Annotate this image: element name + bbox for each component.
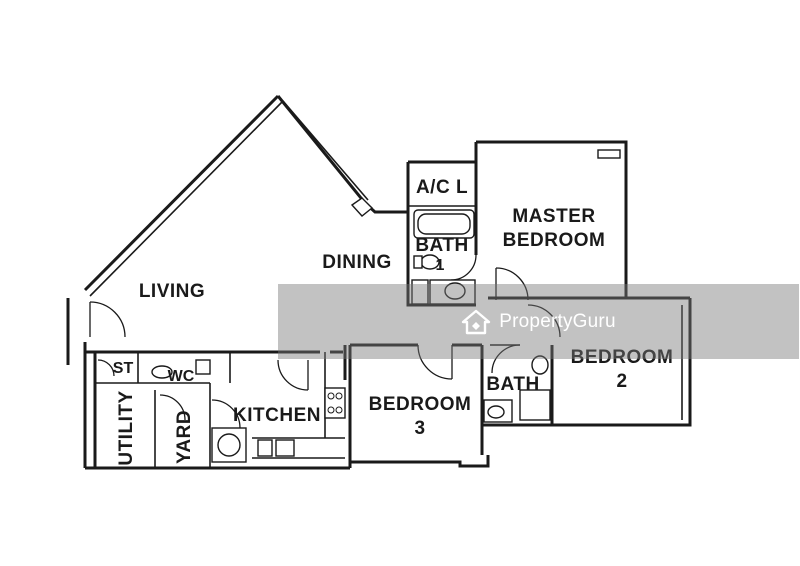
label-bedroom2-number: 2: [616, 371, 627, 392]
watermark-banner: PropertyGuru: [278, 284, 799, 359]
label-yard: YARD: [174, 410, 195, 464]
room-labels: LIVING DINING A/C L BATH 1 MASTER BEDROO…: [113, 177, 674, 466]
label-bath1: BATH: [415, 235, 468, 256]
label-dining: DINING: [322, 252, 392, 273]
label-living: LIVING: [139, 281, 205, 302]
outer-walls: [66, 94, 692, 470]
label-utility: UTILITY: [116, 390, 137, 465]
watermark-text: PropertyGuru: [499, 310, 616, 332]
label-bath2: BATH: [486, 374, 539, 395]
label-bedroom3-number: 3: [414, 418, 425, 439]
doors: [89, 254, 561, 429]
label-bedroom3: BEDROOM: [369, 394, 472, 415]
label-bath1-number: 1: [436, 257, 445, 274]
label-st: ST: [113, 360, 134, 377]
service-partitions: [93, 352, 345, 468]
label-master-bedroom: BEDROOM: [503, 230, 606, 251]
house-logo-icon: [462, 309, 491, 334]
label-kitchen: KITCHEN: [233, 405, 321, 426]
watermark-content: PropertyGuru: [461, 309, 616, 335]
label-acl: A/C L: [416, 177, 468, 198]
label-master: MASTER: [512, 206, 595, 227]
fixtures: [151, 209, 551, 463]
label-bedroom2: BEDROOM: [571, 347, 674, 368]
label-wc: WC: [168, 368, 195, 385]
